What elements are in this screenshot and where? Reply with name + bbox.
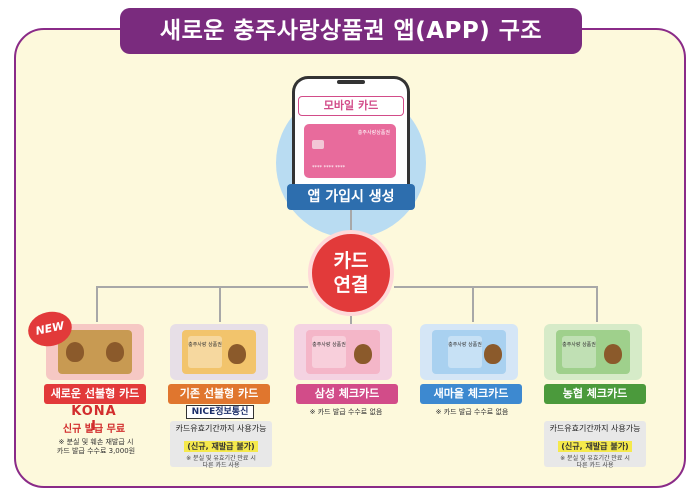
connector-line [472,286,474,322]
samsung-check-card-image: 충주사랑 상품권 [294,324,392,380]
card-chip-icon [312,140,324,149]
reissue-fee-note: ※ 분실 및 훼손 재발급 시 카드 발급 수수료 3,000원 [56,438,136,455]
connector-line [96,286,308,288]
nonghyup-check-card-label: 농협 체크카드 [544,384,646,404]
connect-label-line1: 카드 [333,250,369,272]
card-face-text: 충주사랑 상품권 [188,342,222,348]
mobile-card-label: 모바일 카드 [298,96,404,116]
existing-card-info-box: 카드유효기간까지 사용가능 (신규, 재발급 불가) ※ 분실 및 유효기간 만… [170,421,272,469]
saemaeul-fee-note: ※ 카드 발급 수수료 없음 [435,408,509,416]
connector-line [96,286,98,322]
free-issue-text: 신규 발급 무료 [62,424,126,435]
mascot-icon [106,342,124,362]
new-prepaid-card-image [46,324,144,380]
mascot-icon [66,342,84,362]
kona-i-logo: KONA I [71,404,117,434]
nice-logo: NICE정보통신 [186,405,254,419]
connector-line [350,210,352,232]
mascot-icon [354,344,372,364]
connector-line [596,286,598,322]
nonghyup-card-info-box: 카드유효기간까지 사용가능 (신규, 재발급 불가) ※ 분실 및 유효기간 만… [544,421,646,469]
card-face-text: 충주사랑 상품권 [312,342,346,348]
mascot-icon [604,344,622,364]
phone-notch [337,80,365,84]
connector-line [219,286,221,322]
samsung-check-card-label: 삼성 체크카드 [296,384,398,404]
connect-label-line2: 연결 [333,274,369,296]
card-face-text: 충주사랑 상품권 [562,342,596,348]
page-title: 새로운 충주사랑상품권 앱(APP) 구조 [120,8,582,54]
existing-prepaid-card-image: 충주사랑 상품권 [170,324,268,380]
mascot-icon [484,344,502,364]
saemaeul-check-card-image: 충주사랑 상품권 [420,324,518,380]
card-connect-circle: 카드 연결 [308,230,394,316]
connector-line [350,316,352,324]
existing-prepaid-card-label: 기존 선불형 카드 [168,384,270,404]
connector-line [394,286,596,288]
new-prepaid-card-label: 새로운 선불형 카드 [44,384,146,404]
card-face-text: 충주사랑 상품권 [448,342,482,348]
nonghyup-check-card-image: 충주사랑 상품권 [544,324,642,380]
signup-banner: 앱 가입시 생성 [287,184,415,210]
saemaeul-check-card-label: 새마을 체크카드 [420,384,522,404]
mascot-icon [228,344,246,364]
mobile-card-image: 충주사랑상품권 **** **** **** [304,124,396,178]
samsung-fee-note: ※ 카드 발급 수수료 없음 [309,408,383,416]
mobile-card-brand: 충주사랑상품권 [357,130,390,136]
mobile-card-number: **** **** **** [312,165,346,171]
